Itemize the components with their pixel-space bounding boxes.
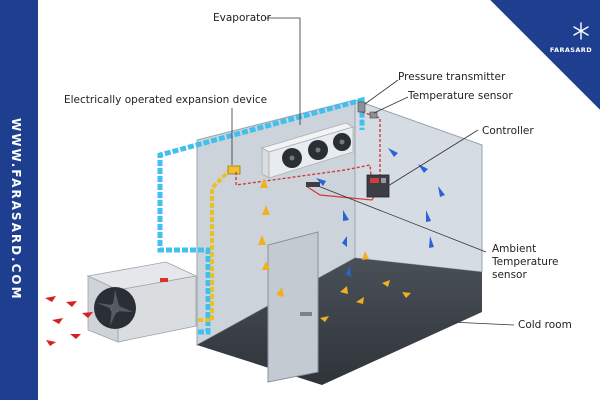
brand-corner: FARASARD	[490, 0, 600, 110]
controller-box	[366, 174, 390, 198]
sensor-wiring	[235, 164, 373, 186]
evaporator-unit	[260, 122, 355, 179]
label-evaporator: Evaporator	[213, 12, 272, 24]
room-door	[267, 231, 319, 383]
snowflake-icon	[573, 22, 589, 40]
label-ambient-line1: Ambient	[492, 243, 536, 255]
label-expansion-device: Electrically operated expansion device	[64, 94, 267, 106]
door-handle	[300, 312, 312, 316]
pressure-transmitter	[357, 101, 366, 113]
brand-name: FARASARD	[549, 46, 592, 54]
warm-air-arrows	[258, 178, 411, 322]
label-ambient-line2: Temperature	[491, 256, 559, 268]
label-pressure-transmitter: Pressure transmitter	[398, 71, 506, 83]
cold-air-arrows	[316, 148, 445, 277]
watermark-side-text: WWW.FARASARD.COM	[9, 118, 23, 301]
label-cold-room: Cold room	[518, 319, 572, 331]
temperature-sensor	[369, 111, 378, 119]
transmitter-wiring	[361, 111, 381, 182]
ambient-sensor	[306, 182, 320, 187]
suction-line	[157, 96, 365, 335]
label-ambient-line3: sensor	[492, 269, 527, 281]
label-controller: Controller	[482, 125, 534, 137]
hot-air-arrows	[45, 296, 93, 346]
leader-lines	[231, 17, 515, 326]
condensing-unit	[86, 261, 198, 343]
label-temperature-sensor: Temperature sensor	[407, 90, 513, 102]
watermark-side-band: WWW.FARASARD.COM	[0, 0, 38, 400]
expansion-device	[227, 165, 241, 175]
